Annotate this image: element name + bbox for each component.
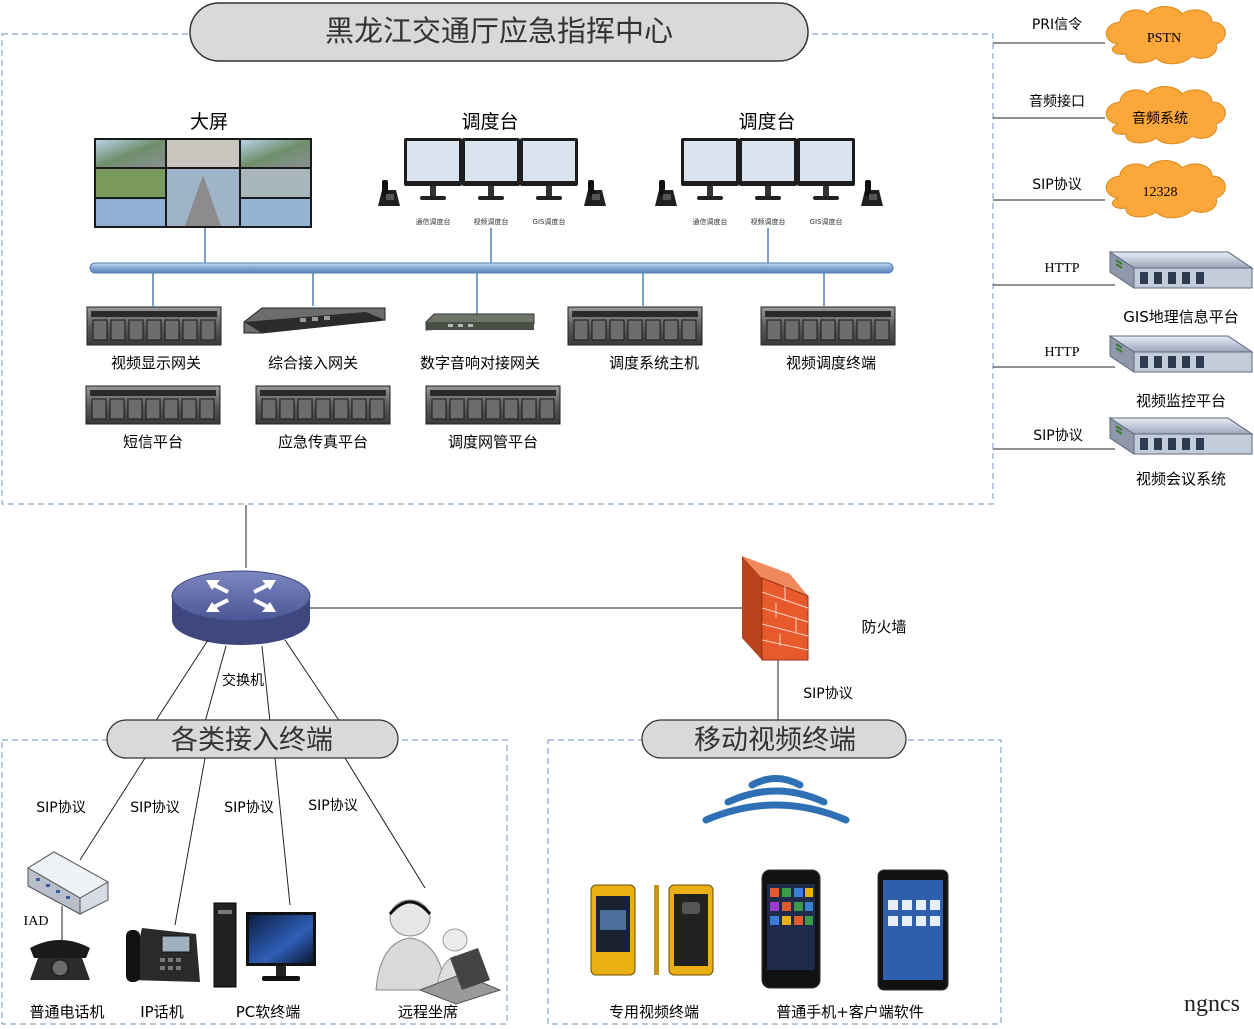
iad-label: IAD	[24, 914, 49, 929]
external-links	[993, 42, 1115, 450]
pstn-label: PSTN	[1147, 31, 1181, 46]
gis-platform-label: GIS地理信息平台	[1123, 308, 1239, 326]
access-title: 各类接入终端	[171, 725, 333, 756]
dispatch-host-icon	[567, 306, 703, 346]
smartphone-2-icon	[877, 869, 949, 991]
integrated-access-gateway-icon	[243, 307, 386, 334]
console-2-monitor-3-label: GIS调度台	[810, 217, 843, 226]
sms-platform-icon	[85, 385, 221, 425]
iad-icon	[27, 851, 110, 915]
access-sip-label-2: SIP协议	[130, 800, 179, 816]
audio-system-label: 音频系统	[1132, 110, 1188, 127]
sip-label-hotline: SIP协议	[1032, 177, 1081, 193]
switch-label: 交换机	[222, 672, 264, 689]
switch-icon	[171, 570, 311, 645]
access-title-pill	[106, 719, 399, 759]
title-pill	[189, 2, 809, 62]
emergency-fax-icon	[255, 385, 391, 425]
big-screen-label: 大屏	[190, 111, 228, 133]
console-1-icon	[378, 138, 606, 206]
access-sip-label-3: SIP协议	[224, 800, 273, 816]
console-1-monitor-1-label: 通信调度台	[416, 217, 451, 226]
ip-phone-icon	[126, 928, 200, 982]
dispatch-host-label: 调度系统主机	[609, 354, 699, 372]
pri-signaling-label: PRI信令	[1032, 17, 1082, 33]
ip-phone-label: IP话机	[140, 1003, 183, 1021]
firewall-icon	[742, 556, 809, 661]
dispatch-nms-icon	[425, 385, 561, 425]
video-monitor-platform-label: 视频监控平台	[1136, 392, 1226, 410]
video-wall-icon	[94, 138, 312, 228]
video-monitor-platform-icon	[1109, 335, 1253, 373]
console-2-label: 调度台	[738, 111, 795, 133]
mobile-frame	[547, 739, 1002, 1025]
bus-drops	[152, 228, 825, 314]
video-display-gateway-icon	[86, 306, 222, 346]
video-conference-label: 视频会议系统	[1136, 470, 1226, 488]
smartphone-1-icon	[761, 869, 821, 989]
http-label-video: HTTP	[1045, 345, 1080, 360]
access-sip-label-1: SIP协议	[36, 800, 85, 816]
analog-phone-label: 普通电话机	[29, 1003, 104, 1021]
console-1-label: 调度台	[461, 111, 518, 133]
digital-audio-gateway-label: 数字音响对接网关	[420, 354, 540, 372]
mobile-title: 移动视频终端	[694, 725, 856, 756]
console-1-monitor-3-label: GIS调度台	[533, 217, 566, 226]
console-2-icon	[655, 138, 883, 206]
access-sip-label-4: SIP协议	[308, 798, 357, 814]
integrated-access-gateway-label: 综合接入网关	[268, 354, 358, 372]
wireless-icon	[702, 775, 850, 824]
analog-phone-icon	[30, 940, 90, 980]
remote-seat-label: 远程坐席	[398, 1003, 458, 1021]
firewall-sip-label: SIP协议	[803, 686, 852, 702]
console-1-monitor-2-label: 视频调度台	[474, 217, 509, 226]
audio-interface-label: 音频接口	[1029, 93, 1085, 110]
pc-client-label: PC软终端	[236, 1003, 301, 1021]
console-2-monitor-2-label: 视频调度台	[751, 217, 786, 226]
sms-platform-label: 短信平台	[123, 433, 183, 451]
dedicated-terminal-label: 专用视频终端	[609, 1003, 699, 1021]
emergency-fax-label: 应急传真平台	[278, 433, 368, 451]
center-title: 黑龙江交通厅应急指挥中心	[325, 14, 673, 48]
watermark: ngncs	[1184, 991, 1240, 1017]
terminal-links	[61, 639, 426, 940]
dispatch-nms-label: 调度网管平台	[448, 433, 538, 451]
video-display-gateway-label: 视频显示网关	[111, 354, 201, 372]
console-2-monitor-1-label: 通信调度台	[693, 217, 728, 226]
video-dispatch-terminal-icon	[760, 306, 896, 346]
video-dispatch-terminal-label: 视频调度终端	[786, 354, 876, 372]
mobile-title-pill	[641, 719, 907, 759]
dedicated-terminal-icon	[590, 884, 714, 976]
remote-seat-icon	[375, 899, 502, 1005]
sip-label-conference: SIP协议	[1033, 428, 1082, 444]
firewall-label: 防火墙	[861, 618, 906, 636]
digital-audio-gateway-icon	[425, 313, 535, 331]
http-label-gis: HTTP	[1045, 261, 1080, 276]
phone-client-label: 普通手机+客户端软件	[776, 1003, 924, 1021]
gis-platform-icon	[1109, 251, 1253, 289]
hotline-label: 12328	[1143, 185, 1178, 200]
network-bus	[89, 262, 894, 274]
video-conference-icon	[1109, 417, 1253, 455]
pc-icon	[213, 902, 316, 988]
